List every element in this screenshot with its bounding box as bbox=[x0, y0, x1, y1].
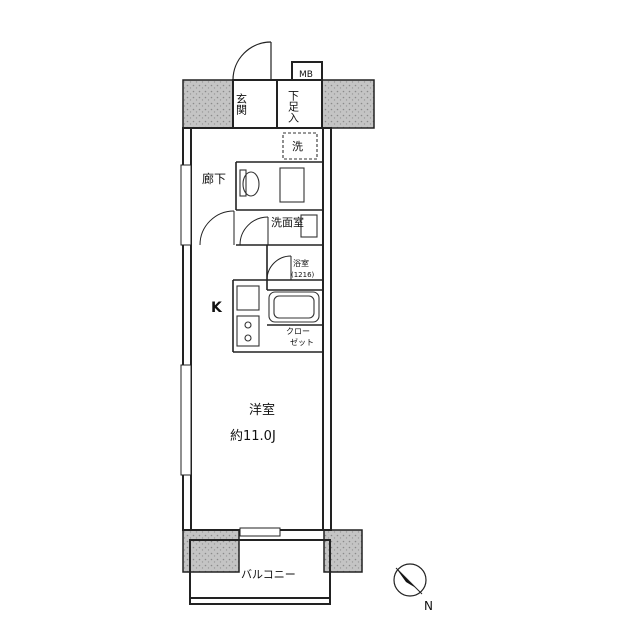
western-room-label: 洋室 bbox=[249, 402, 275, 418]
sink-cabinet bbox=[300, 214, 318, 238]
compass-north-label: N bbox=[424, 599, 433, 613]
mb-block bbox=[291, 61, 323, 81]
corridor-door bbox=[199, 210, 235, 246]
column-top-left bbox=[182, 79, 234, 129]
balcony-outline bbox=[189, 539, 331, 605]
room-labels: MB 玄関 下足入 廊下 洗 洗面室 浴室 (1216) クロー ゼット K 洋… bbox=[202, 70, 315, 581]
compass: N bbox=[393, 563, 433, 613]
entrance-door bbox=[232, 41, 272, 81]
windows bbox=[180, 164, 281, 537]
shoe-box-block bbox=[276, 79, 323, 129]
column-bottom-left bbox=[182, 529, 240, 573]
bath-door bbox=[266, 255, 292, 281]
fridge bbox=[236, 285, 260, 311]
stove bbox=[236, 315, 260, 347]
column-top-right bbox=[321, 79, 375, 129]
interior-walls bbox=[232, 161, 323, 353]
bathtub-inner bbox=[273, 295, 315, 319]
closet-label-line2: ゼット bbox=[290, 337, 314, 347]
corridor-label: 廊下 bbox=[202, 171, 226, 186]
closet-label: クロー ゼット bbox=[286, 327, 314, 347]
mb-label: MB bbox=[299, 70, 313, 80]
toilet-tank bbox=[239, 169, 247, 197]
washer-label: 洗 bbox=[292, 140, 303, 153]
washing-machine-pan bbox=[282, 132, 318, 160]
washroom-door bbox=[239, 216, 269, 246]
interior-doors bbox=[199, 210, 292, 281]
toilet-bowl bbox=[242, 171, 260, 197]
kitchen-label: K bbox=[211, 300, 223, 316]
compass-ring bbox=[393, 563, 427, 597]
genkan-label: 玄関 bbox=[235, 92, 248, 115]
fixtures bbox=[236, 132, 320, 347]
structural-columns bbox=[182, 79, 375, 573]
western-room-size-label: 約11.0J bbox=[230, 429, 276, 444]
closet-label-line1: クロー bbox=[286, 327, 310, 336]
bath-size-label: (1216) bbox=[291, 271, 315, 279]
shoe-box-label: 下足入 bbox=[287, 90, 300, 123]
bathtub bbox=[268, 291, 320, 323]
bath-label: 浴室 bbox=[293, 258, 309, 268]
washroom-label: 洗面室 bbox=[271, 215, 304, 229]
vanity bbox=[279, 167, 305, 203]
balcony-label: バルコニー bbox=[241, 568, 296, 581]
